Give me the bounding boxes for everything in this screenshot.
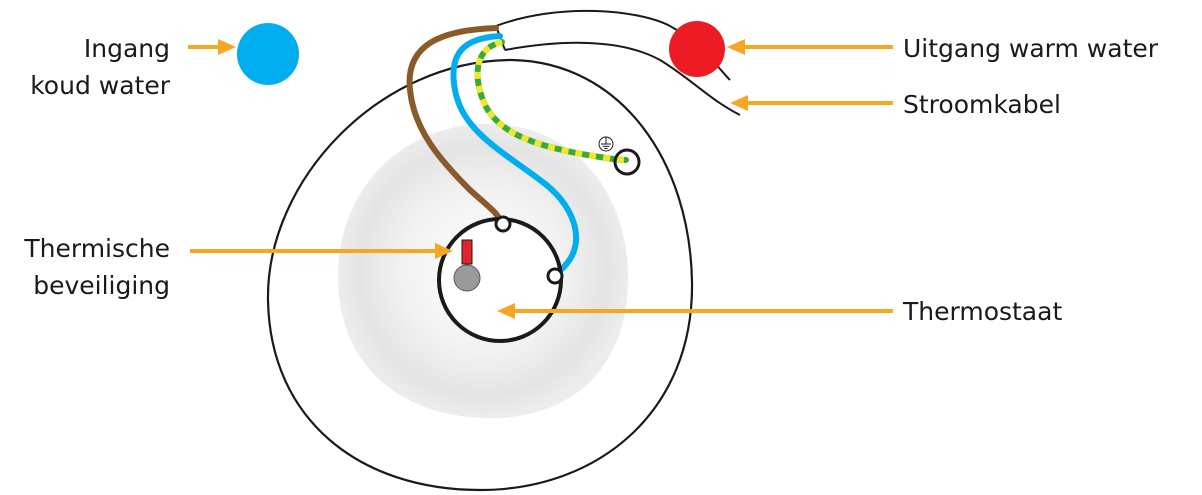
- earth-wire-yellow: [474, 39, 627, 163]
- live-wire: [406, 25, 503, 225]
- neutral-wire: [450, 33, 579, 279]
- earth-ground-icon: [598, 136, 614, 152]
- label-cold-inlet-line1: Ingang: [84, 34, 170, 63]
- label-thermal-fuse-line1: Thermische: [23, 234, 170, 263]
- arrow-hot-outlet: [727, 39, 893, 55]
- cold-water-inlet: [237, 23, 299, 85]
- earth-terminal: [613, 148, 641, 176]
- thermostat-terminal-neutral: [546, 267, 564, 285]
- arrow-thermal-fuse: [190, 243, 453, 259]
- arrow-power-cable: [730, 95, 893, 111]
- arrow-cold-inlet: [188, 39, 236, 55]
- arrows: [188, 39, 893, 319]
- label-cold-inlet-line2: koud water: [30, 71, 170, 100]
- label-thermostat: Thermostaat: [902, 297, 1062, 326]
- thermal-fuse-tab: [461, 239, 473, 265]
- hot-water-outlet: [669, 21, 725, 77]
- thermostat-terminal-live: [494, 215, 512, 233]
- thermal-fuse-button: [453, 264, 481, 292]
- label-power-cable: Stroomkabel: [903, 90, 1061, 119]
- label-hot-outlet: Uitgang warm water: [903, 34, 1159, 63]
- arrow-thermostat: [497, 303, 893, 319]
- label-thermal-fuse-line2: beveiliging: [33, 271, 170, 300]
